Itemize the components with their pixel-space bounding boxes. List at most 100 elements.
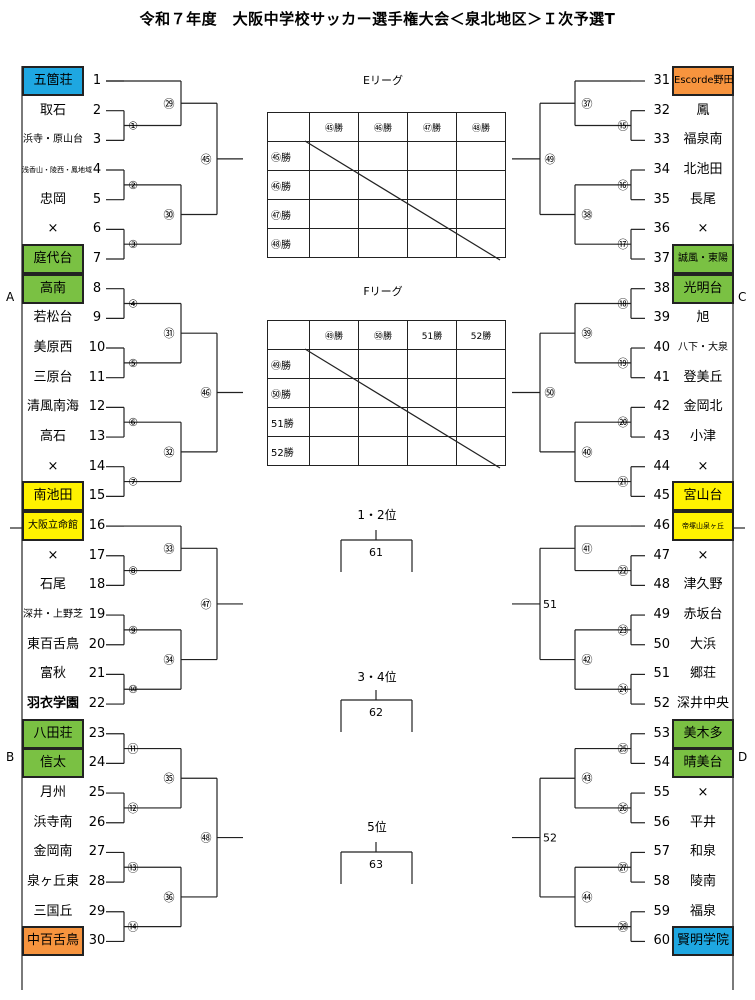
left-team-name: 金岡南 xyxy=(33,844,73,860)
r1-match-label: ㉒ xyxy=(618,565,629,578)
right-team-number: 59 xyxy=(653,903,670,919)
right-team-number: 46 xyxy=(653,518,670,534)
right-team-number: 39 xyxy=(653,310,670,326)
left-team-name: 美原西 xyxy=(33,340,73,356)
r1-match-label: ⑥ xyxy=(128,416,138,429)
right-team-name: 鳳 xyxy=(696,102,710,118)
left-team-number: 28 xyxy=(88,874,106,890)
left-team-number: 22 xyxy=(88,696,106,712)
league-e-cell xyxy=(358,228,408,258)
league-e-title: Eリーグ xyxy=(363,74,403,87)
left-team-number: 11 xyxy=(88,369,106,385)
right-team-name: 和泉 xyxy=(689,844,716,860)
league-e-cell xyxy=(309,228,359,258)
r2-match-label: ㉟ xyxy=(164,772,175,785)
r2-match-label: ㊹ xyxy=(582,891,593,904)
league-f-row: ㊾勝 xyxy=(267,349,310,379)
right-team-number: 47 xyxy=(653,547,670,563)
league-f-cell xyxy=(407,436,457,466)
left-team-number: 7 xyxy=(92,251,102,267)
r1-match-label: ⑧ xyxy=(128,565,138,578)
league-f-row: 52勝 xyxy=(267,436,310,466)
league-e-cell xyxy=(407,228,457,258)
left-team-number: 25 xyxy=(88,785,106,801)
right-team-name: 八下・大泉 xyxy=(678,342,728,354)
right-team-number: 55 xyxy=(653,785,670,801)
r1-match-label: ⑭ xyxy=(128,921,139,934)
left-team-number: 6 xyxy=(92,221,102,237)
left-team-name: 若松台 xyxy=(33,310,73,326)
left-team-name: 石尾 xyxy=(39,577,66,593)
r1-match-label: ㉑ xyxy=(618,476,629,489)
r1-match-label: ⑲ xyxy=(618,357,629,370)
left-team-name: 八田荘 xyxy=(22,718,84,749)
league-f-cell xyxy=(309,378,359,408)
right-team-number: 31 xyxy=(653,73,670,88)
left-team-name: 高南 xyxy=(22,273,84,304)
right-team-number: 37 xyxy=(653,251,670,267)
left-team-number: 3 xyxy=(92,132,102,148)
r2-match-label: ㉝ xyxy=(164,542,175,555)
left-team-number: 17 xyxy=(88,547,106,563)
left-team-number: 14 xyxy=(88,458,106,474)
left-team-name: 泉ヶ丘東 xyxy=(26,874,79,890)
league-e-cell xyxy=(358,141,408,171)
r1-match-label: ④ xyxy=(128,298,138,311)
left-team-number: 2 xyxy=(92,102,102,118)
league-e-row: ㊻勝 xyxy=(267,170,310,200)
r2-match-label: ㊴ xyxy=(582,327,593,340)
right-team-number: 60 xyxy=(653,933,670,949)
r1-match-label: ㉗ xyxy=(618,861,629,874)
r2-match-label: ㉛ xyxy=(164,327,175,340)
right-team-name: 賢明学院 xyxy=(672,926,734,957)
league-f-col: ㊿勝 xyxy=(358,320,408,350)
r2-match-label: ㊶ xyxy=(582,542,593,555)
right-team-name: 長尾 xyxy=(689,191,716,207)
rank-5-title: 5位 xyxy=(367,820,387,834)
right-team-name: 光明台 xyxy=(672,273,734,304)
league-e-cell xyxy=(407,170,457,200)
left-team-name: 深井・上野芝 xyxy=(23,609,83,621)
league-f-title: Fリーグ xyxy=(363,285,403,298)
left-team-name: 中百舌鳥 xyxy=(22,926,84,957)
left-team-name: × xyxy=(47,547,59,563)
league-f-cell xyxy=(456,407,506,437)
rank-1-2-title: 1・2位 xyxy=(357,508,397,522)
right-team-number: 52 xyxy=(653,696,670,712)
left-team-name: 五箇荘 xyxy=(22,66,84,96)
league-e-cell xyxy=(358,199,408,229)
r1-match-label: ⑪ xyxy=(128,743,139,756)
left-team-number: 16 xyxy=(88,518,106,534)
left-team-name: 忠岡 xyxy=(39,191,66,207)
left-team-name: 南池田 xyxy=(22,481,84,512)
right-team-name: 美木多 xyxy=(672,718,734,749)
league-e-col: ㊺勝 xyxy=(309,112,359,142)
league-e-corner xyxy=(267,112,310,142)
right-team-name: 帝塚山泉ヶ丘 xyxy=(672,511,734,542)
league-f-cell xyxy=(309,349,359,379)
league-e-cell xyxy=(358,170,408,200)
right-team-name: × xyxy=(697,785,709,801)
r3-match-label: ㊼ xyxy=(201,598,212,611)
left-team-number: 27 xyxy=(88,844,106,860)
left-team-number: 30 xyxy=(88,933,106,949)
league-e-cell xyxy=(309,199,359,229)
left-team-name: 庭代台 xyxy=(22,244,84,275)
right-team-number: 57 xyxy=(653,844,670,860)
right-team-name: 晴美台 xyxy=(672,748,734,779)
right-team-name: × xyxy=(697,547,709,563)
right-team-number: 42 xyxy=(653,399,670,415)
r2-match-label: ㉙ xyxy=(164,97,175,110)
right-team-number: 50 xyxy=(653,636,670,652)
r1-match-label: ⑮ xyxy=(618,120,629,133)
r2-match-label: ㊸ xyxy=(582,772,593,785)
right-team-name: 登美丘 xyxy=(683,369,723,385)
left-team-name: × xyxy=(47,221,59,237)
right-team-number: 35 xyxy=(653,191,670,207)
r1-match-label: ⑫ xyxy=(128,802,139,815)
r1-match-label: ⑩ xyxy=(128,683,138,696)
right-team-name: 赤坂台 xyxy=(683,607,723,623)
left-team-name: 大阪立命館 xyxy=(22,511,84,542)
left-team-number: 5 xyxy=(92,191,102,207)
league-f-cell xyxy=(407,378,457,408)
